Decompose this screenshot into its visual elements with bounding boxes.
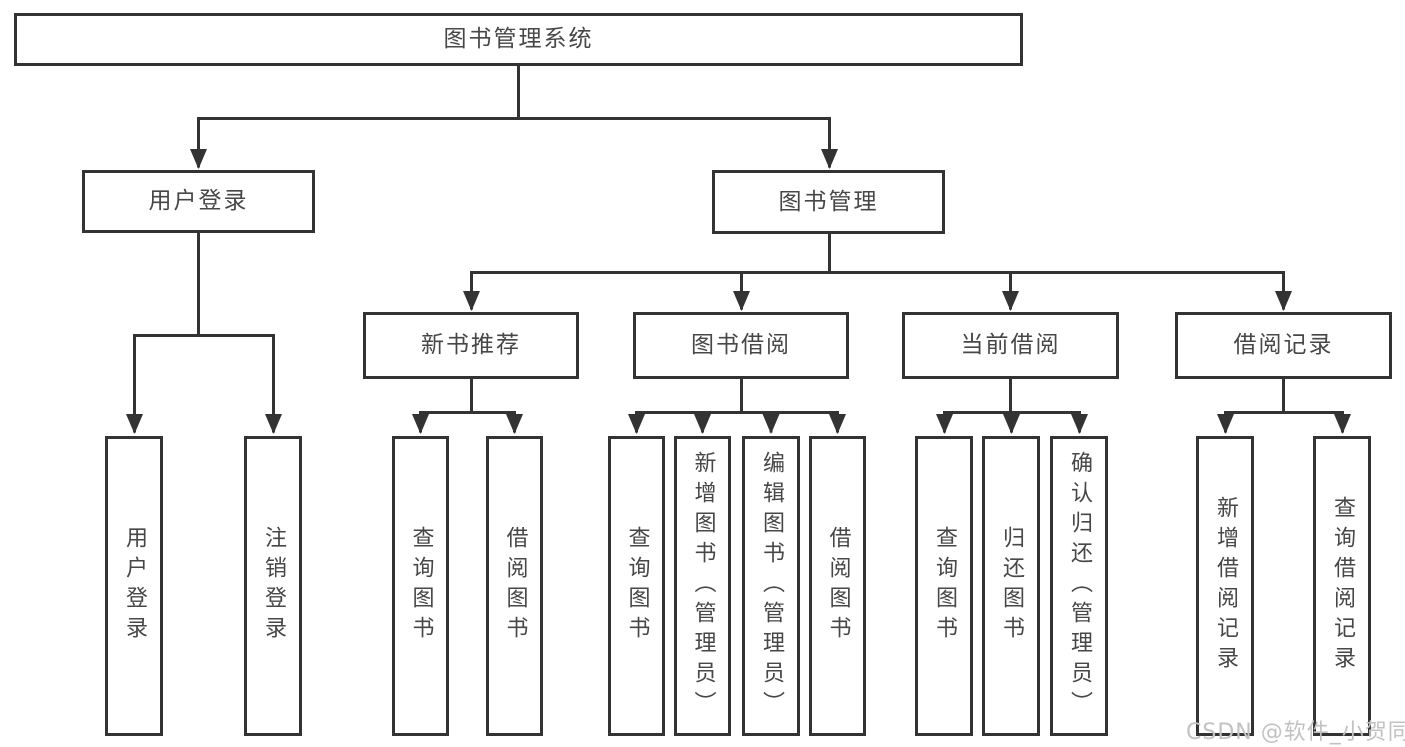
leaf-edit-books-admin: 编辑图书（管理员） [742, 436, 800, 736]
leaf-confirm-return-admin: 确认归还（管理员） [1050, 436, 1108, 736]
node-new-book-recommendation: 新书推荐 [363, 312, 579, 379]
node-library-system: 图书管理系统 [14, 13, 1023, 66]
leaf-borrow-books: 借阅图书 [809, 436, 866, 736]
leaf-query-books-borrow: 查询图书 [608, 436, 665, 736]
leaf-query-books-current: 查询图书 [915, 436, 973, 736]
node-book-management: 图书管理 [712, 170, 945, 234]
node-borrowing-records: 借阅记录 [1175, 312, 1392, 379]
node-user-login: 用户登录 [82, 170, 315, 233]
leaf-user-login: 用户登录 [105, 436, 163, 736]
node-current-borrowing: 当前借阅 [902, 312, 1119, 379]
leaf-add-borrow-record: 新增借阅记录 [1196, 436, 1254, 736]
leaf-add-books-admin: 新增图书（管理员） [674, 436, 731, 736]
leaf-query-borrow-record: 查询借阅记录 [1313, 436, 1371, 736]
csdn-watermark: CSDN @软件_小贺同学 [1186, 720, 1405, 745]
leaf-borrow-books-recommend: 借阅图书 [486, 436, 543, 736]
leaf-logout: 注销登录 [244, 436, 302, 736]
node-book-borrowing: 图书借阅 [633, 312, 849, 379]
leaf-query-books-recommend: 查询图书 [392, 436, 449, 736]
leaf-return-books: 归还图书 [982, 436, 1040, 736]
